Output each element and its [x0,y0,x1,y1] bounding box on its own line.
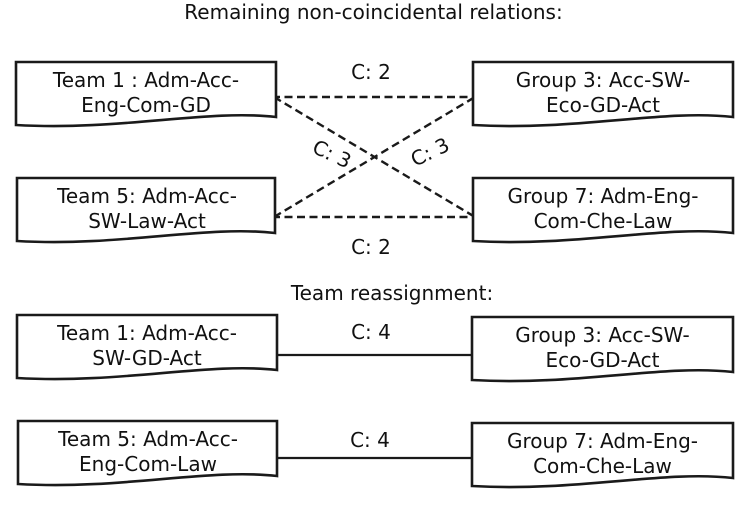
node-group7-before-line2: Com-Che-Law [533,209,673,233]
section-title-team-reassignment: Team reassignment: [290,281,494,305]
node-group3-after-line2: Eco-GD-Act [545,348,660,372]
node-group7-before: Group 7: Adm-Eng- Com-Che-Law [473,178,733,234]
node-group7-after: Group 7: Adm-Eng- Com-Che-Law [472,423,733,479]
node-shape-team5-before [15,176,277,244]
node-team5-after: Team 5: Adm-Acc- Eng-Com-Law [18,421,278,477]
relation-label-team5-group7: C: 2 [351,235,391,259]
node-shape-group7-before [471,176,735,244]
node-team5-before-line2: SW-Law-Act [88,209,206,233]
node-team1-before-line1: Team 1 : Adm-Acc- [52,68,240,92]
relation-label-team1-group3-new: C: 4 [351,320,391,344]
node-group7-before-line1: Group 7: Adm-Eng- [507,184,699,208]
node-team1-after: Team 1: Adm-Acc- SW-GD-Act [17,315,277,371]
node-team1-after-line2: SW-GD-Act [92,346,202,370]
node-shape-group3-before [471,60,735,128]
dashed-line-team5-group3 [273,95,476,219]
node-team5-after-line1: Team 5: Adm-Acc- [58,427,238,451]
node-shape-group3-after [470,315,735,383]
node-team5-before: Team 5: Adm-Acc- SW-Law-Act [17,178,277,234]
node-shape-group7-after [470,421,735,489]
node-shape-team5-after [16,419,279,487]
section-title-remaining-relations: Remaining non-coincidental relations: [184,0,563,24]
node-group3-before: Group 3: Acc-SW- Eco-GD-Act [473,62,733,118]
relation-label-team1-group3: C: 2 [351,60,391,84]
node-team5-before-line1: Team 5: Adm-Acc- [57,184,237,208]
node-group7-after-line1: Group 7: Adm-Eng- [506,429,698,453]
node-team1-before-line2: Eng-Com-GD [81,93,211,117]
node-group3-after: Group 3: Acc-SW- Eco-GD-Act [472,317,733,373]
node-shape-team1-after [15,313,279,381]
node-team1-before: Team 1 : Adm-Acc- Eng-Com-GD [16,62,276,118]
node-group3-before-line1: Group 3: Acc-SW- [515,68,691,92]
relation-label-team5-group7-new: C: 4 [350,428,390,452]
node-group3-before-line2: Eco-GD-Act [545,93,661,117]
node-group3-after-line1: Group 3: Acc-SW- [515,323,690,347]
node-shape-team1-before [14,60,278,128]
node-team5-after-line2: Eng-Com-Law [79,452,217,476]
node-team1-after-line1: Team 1: Adm-Acc- [57,321,237,345]
node-group7-after-line2: Com-Che-Law [533,454,672,478]
